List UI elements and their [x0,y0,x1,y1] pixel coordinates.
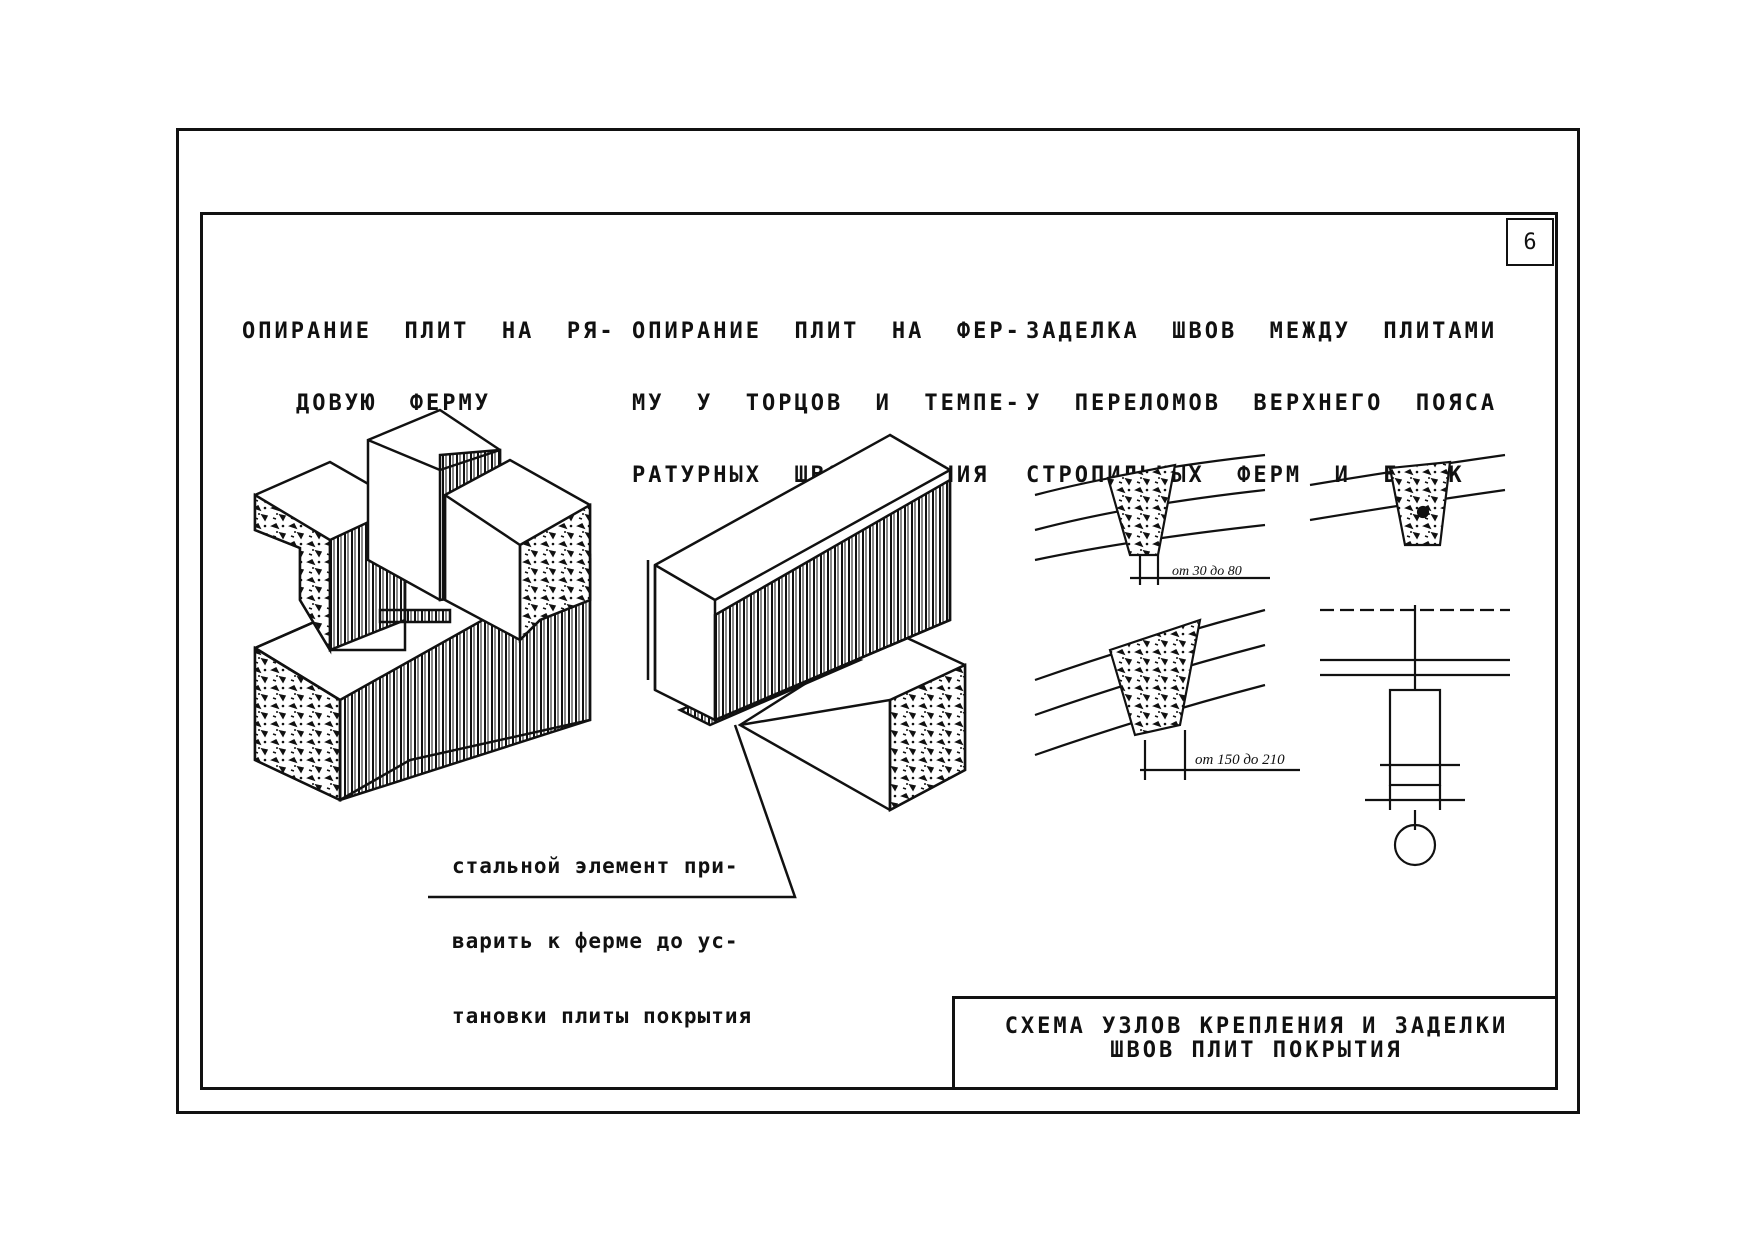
drawing-title: СХЕМА УЗЛОВ КРЕПЛЕНИЯ И ЗАДЕЛКИ ШВОВ ПЛИ… [955,1015,1558,1063]
caption-line: У ПЕРЕЛОМОВ ВЕРХНЕГО ПОЯСА [1026,391,1498,416]
sheet-number: 6 [1506,218,1554,266]
drawing-end-truss [646,433,967,813]
outer-frame [176,128,1580,1114]
steel-element-note: стальной элемент при- варить к ферме до … [452,804,752,1054]
note-leader-line [428,724,797,899]
drawing-seam-sections: от 30 до 80 от 150 до 210 [1034,453,1510,867]
note-line: стальной элемент при- [452,854,739,878]
note-line: варить к ферме до ус- [452,929,739,953]
drawing-ordinary-truss [253,408,592,802]
title-line: СХЕМА УЗЛОВ КРЕПЛЕНИЯ И ЗАДЕЛКИ [1004,1014,1509,1039]
caption-line: МУ У ТОРЦОВ И ТЕМПЕ- [632,391,1022,416]
caption-line: ЗАДЕЛКА ШВОВ МЕЖДУ ПЛИТАМИ [1026,319,1498,344]
caption-end-truss: ОПИРАНИЕ ПЛИТ НА ФЕР- МУ У ТОРЦОВ И ТЕМП… [632,272,1022,512]
note-line: тановки плиты покрытия [452,1004,753,1028]
dimension-label: от 30 до 80 [1172,564,1242,579]
dimension-label: от 150 до 210 [1195,752,1285,768]
title-block: СХЕМА УЗЛОВ КРЕПЛЕНИЯ И ЗАДЕЛКИ ШВОВ ПЛИ… [952,996,1558,1090]
sheet-number-value: 6 [1523,229,1537,255]
caption-line: ОПИРАНИЕ ПЛИТ НА ФЕР- [632,319,1022,344]
title-line: ШВОВ ПЛИТ ПОКРЫТИЯ [1110,1038,1403,1063]
inner-frame [200,212,1558,1090]
caption-line: ДОВУЮ ФЕРМУ [296,391,491,416]
caption-line: ОПИРАНИЕ ПЛИТ НА РЯ- [242,319,616,344]
caption-ordinary-truss: ОПИРАНИЕ ПЛИТ НА РЯ- ДОВУЮ ФЕРМУ [242,272,616,440]
